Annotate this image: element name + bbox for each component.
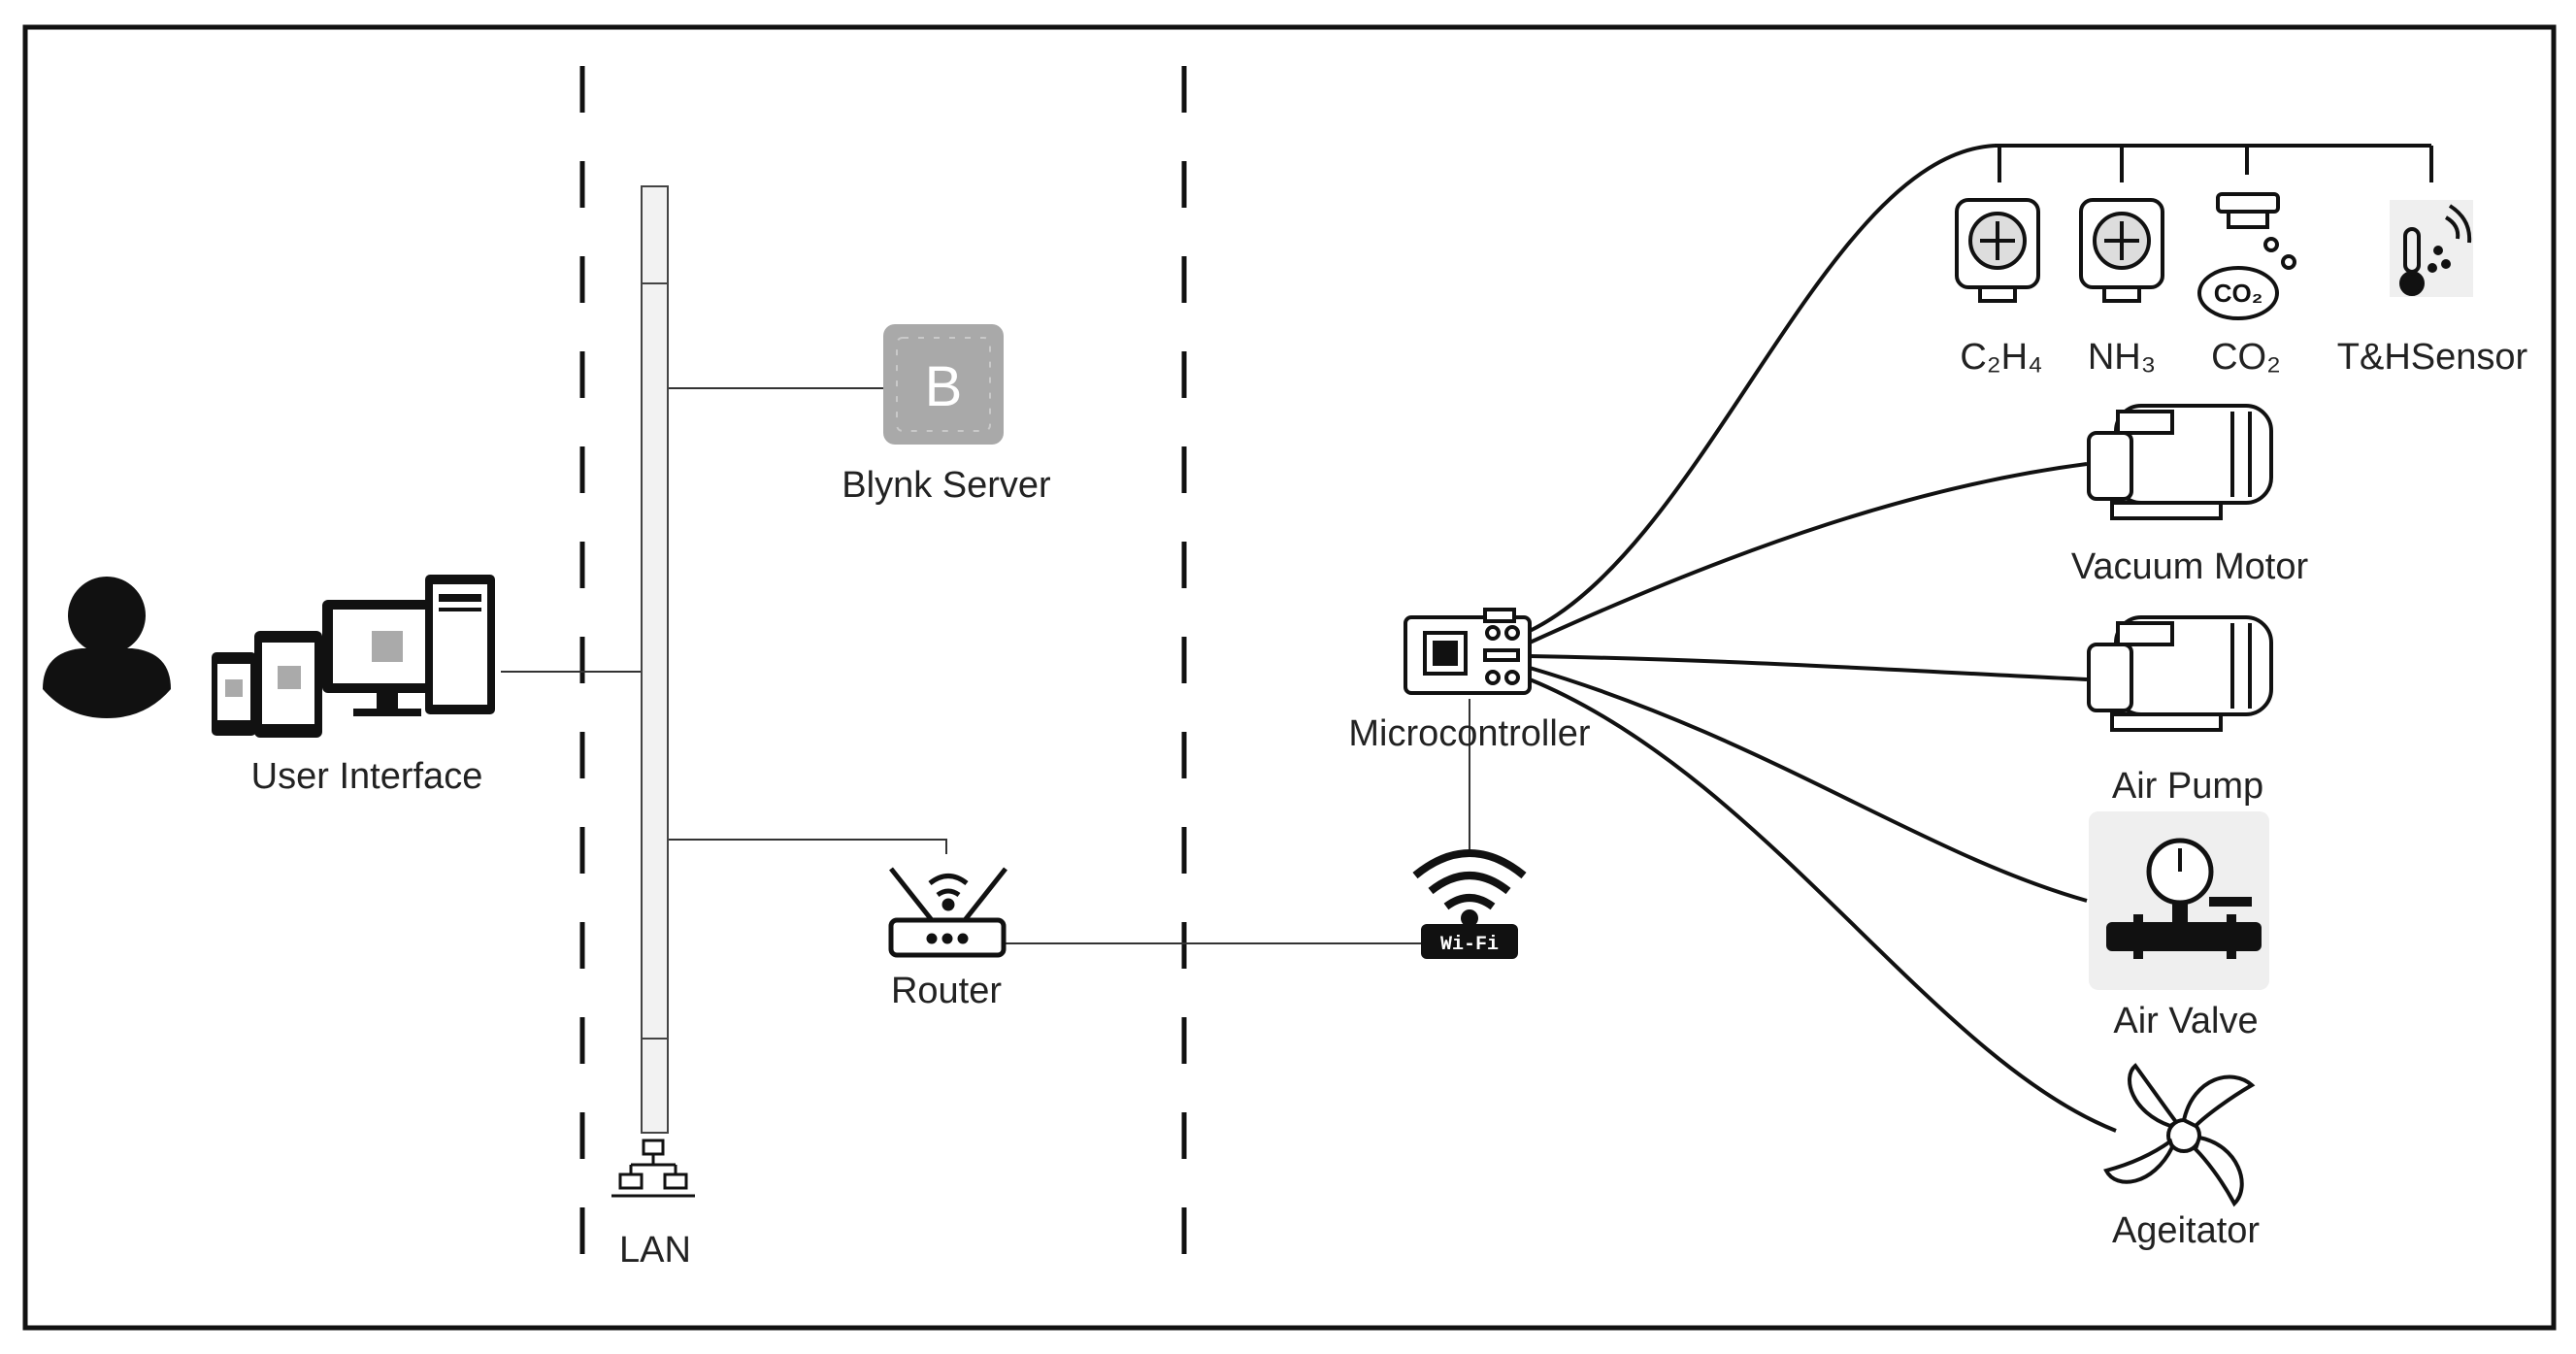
microcontroller-label: Microcontroller (1348, 713, 1591, 754)
co2-sensor-icon (2197, 192, 2296, 320)
actuator-label-air-pump: Air Pump (2112, 766, 2263, 807)
link-to-air-valve (1529, 666, 2088, 903)
blynk-server-icon (883, 324, 1004, 445)
vacuum-motor-icon (2087, 404, 2273, 520)
nh3-sensor-icon (2079, 198, 2164, 303)
actuator-label-ageitator: Ageitator (2112, 1210, 2260, 1251)
connections (501, 387, 1470, 944)
microcontroller-icon (1404, 608, 1532, 695)
valve-gauge-icon (2089, 811, 2269, 990)
lan-to-router-line (668, 839, 947, 854)
sensor-label-nh3: NH₃ (2088, 337, 2156, 378)
user-devices-icon (212, 575, 495, 738)
blynk-logo-letter: B (925, 355, 963, 418)
link-to-sensors (1529, 144, 1996, 633)
link-to-vacuum-motor (1529, 462, 2088, 644)
lan-bus (641, 185, 669, 1134)
air-pump-icon (2087, 615, 2273, 732)
lan-icon (611, 1139, 695, 1198)
outer-frame (22, 24, 2557, 1331)
actuator-label-vacuum-motor: Vacuum Motor (2071, 546, 2309, 587)
thermometer-icon (2390, 200, 2473, 297)
wifi-badge-text: Wi-Fi (1440, 934, 1499, 956)
blynk-server-label: Blynk Server (842, 465, 1051, 506)
wifi-icon (1412, 849, 1527, 959)
user-interface-label: User Interface (251, 756, 483, 797)
user-person-icon (43, 577, 171, 718)
sensor-bus (1995, 144, 2433, 182)
actuator-label-air-valve: Air Valve (2113, 1001, 2258, 1041)
link-to-ageitator (1529, 677, 2117, 1133)
c2h4-sensor-icon (1955, 198, 2040, 303)
mcu-links (1529, 144, 2117, 1133)
router-label: Router (891, 971, 1002, 1011)
router-icon (888, 867, 1007, 958)
sensor-label-co2: CO₂ (2211, 337, 2281, 378)
sensor-label-th: T&HSensor (2337, 337, 2528, 378)
sensor-label-c2h4: C₂H₄ (1960, 337, 2042, 378)
lan-label: LAN (619, 1230, 691, 1271)
co2-badge-text: CO₂ (2214, 279, 2263, 308)
link-to-air-pump (1529, 654, 2088, 681)
fan-icon (2103, 1063, 2256, 1207)
labels-group: User Interface Blynk Server Router LAN M… (251, 337, 2528, 1271)
